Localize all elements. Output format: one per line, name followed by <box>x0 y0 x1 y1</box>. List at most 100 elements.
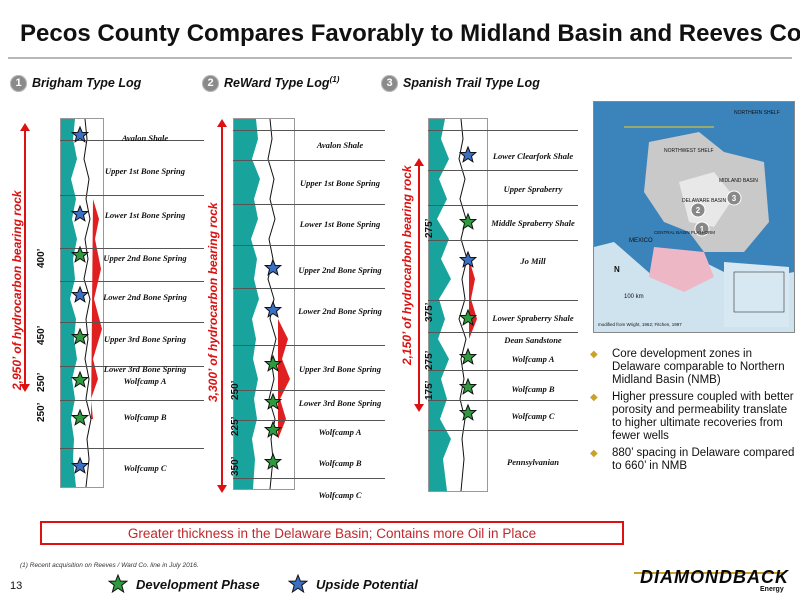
upside-star-icon <box>264 259 282 276</box>
zone-label: Lower 3rd Bone Spring <box>103 364 187 374</box>
header-reward: 2 ReWard Type Log(1) <box>202 73 339 93</box>
summary-banner: Greater thickness in the Delaware Basin;… <box>40 521 624 545</box>
upside-star-icon <box>71 457 89 474</box>
zone-label: Wolfcamp C <box>123 463 167 473</box>
svg-text:CENTRAL BASIN PLATFORM: CENTRAL BASIN PLATFORM <box>654 230 715 235</box>
zone-label: Wolfcamp C <box>318 490 362 500</box>
company-logo: DIAMONDBACK <box>640 567 789 587</box>
legend-upside: Upside Potential <box>288 574 418 594</box>
zone-label: Upper 2nd Bone Spring <box>103 253 187 263</box>
development-star-icon <box>264 393 282 410</box>
thickness-arrow <box>414 158 424 412</box>
company-logo-sub: Energy <box>760 586 784 593</box>
development-star-icon <box>108 574 128 594</box>
map-marker-3 <box>726 190 742 206</box>
zone-label: Lower 3rd Bone Spring <box>298 398 382 408</box>
development-star-icon <box>264 355 282 372</box>
development-star-icon <box>264 453 282 470</box>
svg-text:3: 3 <box>732 194 737 203</box>
zone-label: Dean Sandstone <box>504 335 562 345</box>
upside-star-icon <box>264 301 282 318</box>
zone-label: Wolfcamp B <box>511 384 555 394</box>
svg-text:100 km: 100 km <box>624 294 644 300</box>
bullet-item: Higher pressure coupled with better poro… <box>590 391 795 443</box>
development-star-icon <box>71 371 89 388</box>
zone-label: Lower Spraberry Shale <box>492 313 574 323</box>
development-star-icon <box>71 246 89 263</box>
number-badge: 2 <box>202 74 219 92</box>
well-log-track <box>428 118 488 492</box>
development-star-icon <box>459 309 477 326</box>
legend-label: Development Phase <box>136 576 260 592</box>
development-star-icon <box>71 409 89 426</box>
number-badge: 1 <box>10 74 27 92</box>
logo-accent <box>634 572 784 574</box>
header-label: Brigham Type Log <box>32 76 142 90</box>
bullet-item: Core development zones in Delaware compa… <box>590 348 795 387</box>
zone-label: Lower 2nd Bone Spring <box>103 292 187 302</box>
header-spanish: 3 Spanish Trail Type Log <box>381 73 540 93</box>
svg-text:MIDLAND BASIN: MIDLAND BASIN <box>719 178 758 184</box>
zone-label: Jo Mill <box>520 256 546 266</box>
header-brigham: 1 Brigham Type Log <box>10 73 141 93</box>
zone-label: Wolfcamp A <box>318 427 362 437</box>
upside-star-icon <box>459 251 477 268</box>
zone-label: Wolfcamp B <box>123 412 167 422</box>
header-label: Spanish Trail Type Log <box>403 76 540 90</box>
zone-label: Avalon Shale <box>121 133 169 143</box>
zone-label: Lower Clearfork Shale <box>492 151 574 161</box>
zone-label: Wolfcamp B <box>318 458 362 468</box>
zone-label: Lower 1st Bone Spring <box>299 219 381 229</box>
development-star-icon <box>459 213 477 230</box>
zone-label: Upper Spraberry <box>503 184 563 194</box>
zone-label: Lower 2nd Bone Spring <box>298 306 382 316</box>
zone-label: Upper 1st Bone Spring <box>104 166 186 176</box>
upside-star-icon <box>288 574 308 594</box>
svg-text:modified from Wright, 1962; Fi: modified from Wright, 1962; Fitchen, 199… <box>598 322 682 327</box>
zone-label: Middle Spraberry Shale <box>491 218 575 228</box>
zone-label: Wolfcamp C <box>511 411 555 421</box>
zone-label: Lower 1st Bone Spring <box>104 210 186 220</box>
well-log-track <box>60 118 104 488</box>
map-graphic: 3 2 1 NORTHWEST SHELF MIDLAND BASIN DELA… <box>594 102 794 332</box>
svg-text:1: 1 <box>700 225 705 234</box>
bullet-item: 880’ spacing in Delaware compared to 660… <box>590 447 795 473</box>
page-number: 13 <box>10 580 23 592</box>
header-label: ReWard Type Log(1) <box>224 75 340 91</box>
upside-star-icon <box>71 286 89 303</box>
zone-label: Wolfcamp A <box>123 376 167 386</box>
zone-label: Wolfcamp A <box>511 354 555 364</box>
log-curve-graphic <box>234 118 290 490</box>
legend-development: Development Phase <box>108 574 260 594</box>
svg-text:N: N <box>614 265 620 274</box>
zone-label: Upper 2nd Bone Spring <box>298 265 382 275</box>
zone-label: Avalon Shale <box>316 140 364 150</box>
title-rule <box>8 57 792 59</box>
zone-label: Upper 1st Bone Spring <box>299 178 381 188</box>
zone-label: Upper 3rd Bone Spring <box>299 364 381 374</box>
upside-star-icon <box>459 146 477 163</box>
svg-text:MEXICO: MEXICO <box>629 238 653 244</box>
svg-text:DELAWARE BASIN: DELAWARE BASIN <box>682 198 726 204</box>
development-star-icon <box>71 328 89 345</box>
thickness-arrow <box>20 123 30 392</box>
development-star-icon <box>459 348 477 365</box>
development-star-icon <box>459 404 477 421</box>
zone-label: Pennsylvanian <box>507 457 559 467</box>
key-points-list: Core development zones in Delaware compa… <box>590 348 795 477</box>
map-marker-2 <box>690 202 706 218</box>
svg-text:NORTHWEST SHELF: NORTHWEST SHELF <box>664 148 714 154</box>
thickness-arrow <box>217 119 227 493</box>
footnote: (1) Recent acquisition on Reeves / Ward … <box>20 562 199 569</box>
map-marker-1 <box>694 221 710 237</box>
svg-text:NORTHERN SHELF: NORTHERN SHELF <box>734 110 780 116</box>
development-star-icon <box>459 378 477 395</box>
legend-label: Upside Potential <box>316 576 418 592</box>
development-star-icon <box>264 421 282 438</box>
upside-star-icon <box>71 126 89 143</box>
svg-text:2: 2 <box>696 206 701 215</box>
permian-basin-map: 3 2 1 NORTHWEST SHELF MIDLAND BASIN DELA… <box>593 101 795 333</box>
zone-label: Upper 3rd Bone Spring <box>104 334 186 344</box>
page-title: Pecos County Compares Favorably to Midla… <box>20 20 800 47</box>
number-badge: 3 <box>381 74 398 92</box>
